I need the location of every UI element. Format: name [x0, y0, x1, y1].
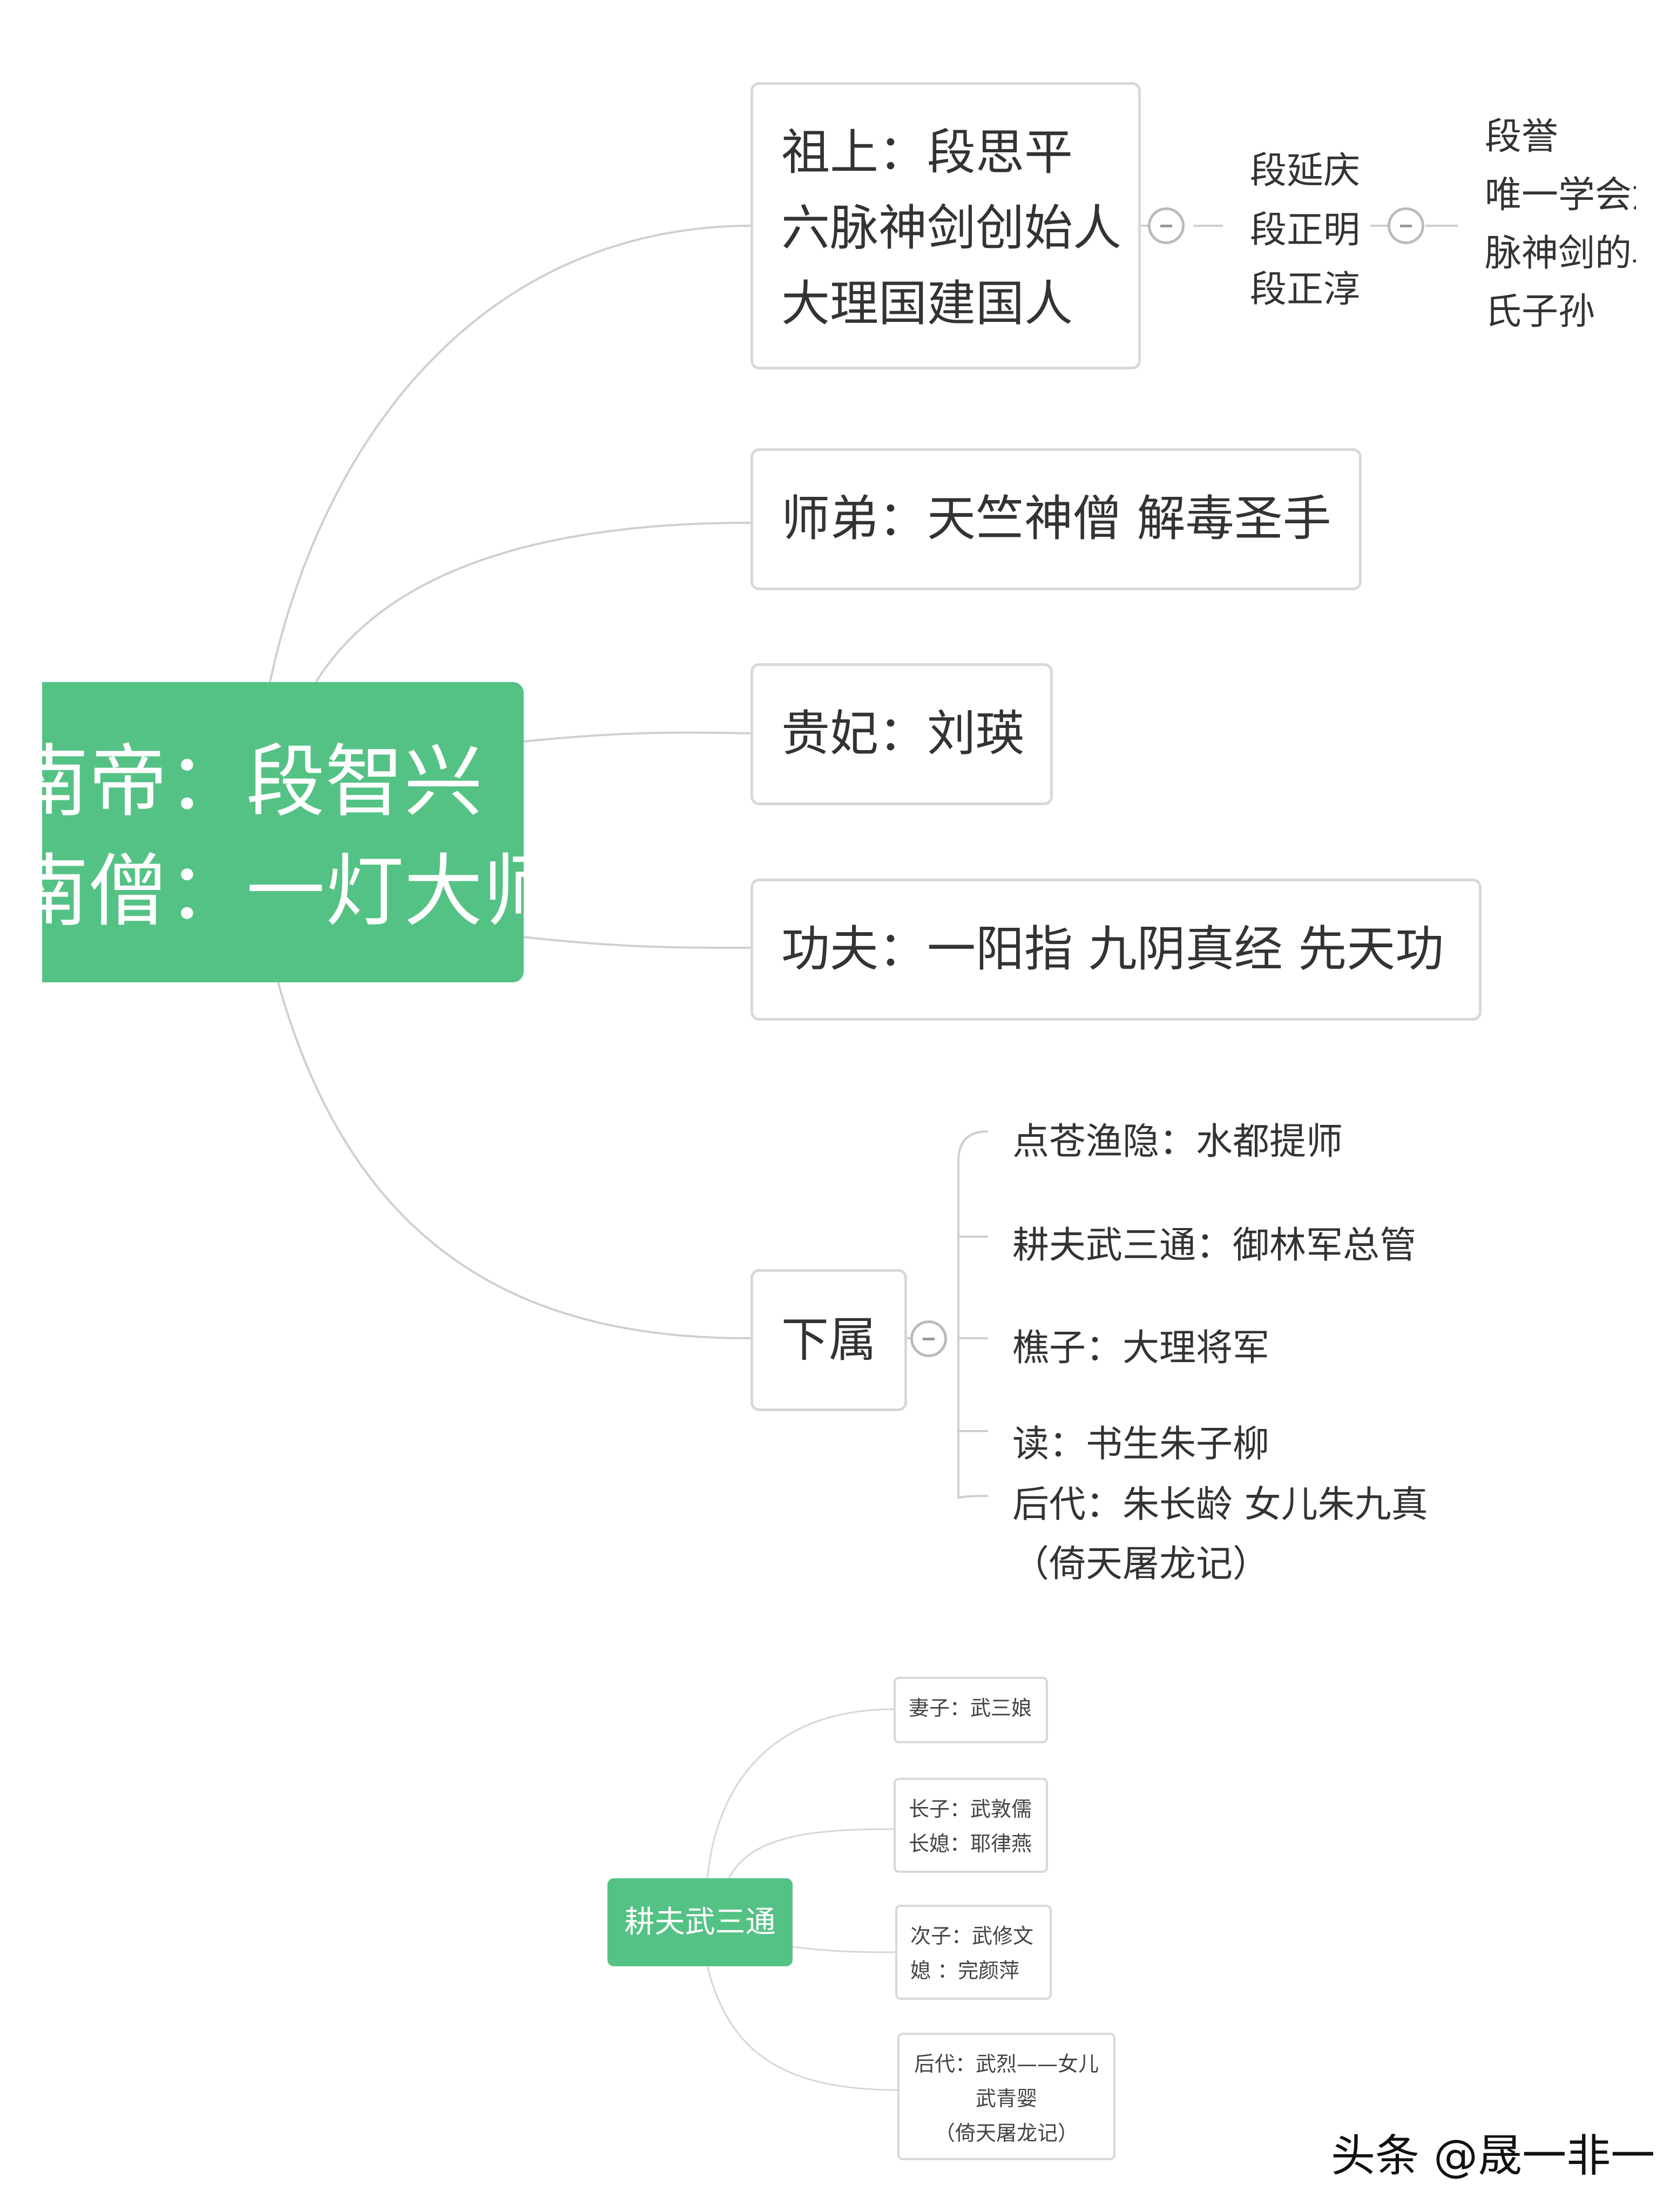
link-wife [706, 1708, 894, 1879]
descendants-collapse-icon[interactable] [1388, 207, 1424, 244]
ancestor-line-2: 六脉神剑创始人 [781, 200, 1121, 257]
sub-descendants-line-2: 武青婴 [975, 2087, 1037, 2110]
root-line-2: 南僧：一灯大师 [42, 846, 524, 938]
subordinate-4: 读：书生朱子柳 [1012, 1423, 1270, 1466]
descendant-3: 段正淳 [1250, 268, 1361, 311]
link-consort [523, 731, 751, 743]
subordinate-2: 耕夫武三通：御林军总管 [1012, 1224, 1417, 1267]
eldest-son-node[interactable]: 长子：武敦儒 长媳：耶律燕 [894, 1778, 1048, 1873]
subordinate-3: 樵子：大理将军 [1012, 1327, 1270, 1370]
subordinates-collapse-icon[interactable] [910, 1320, 947, 1357]
link-junior-brother [315, 522, 751, 683]
watermark: 头条 @晟一非一 [1331, 2130, 1655, 2182]
kungfu-text: 功夫：一阳指 九阴真经 先天功 [781, 921, 1444, 977]
sub-descendants-node[interactable]: 后代：武烈——女儿 武青婴 （倚天屠龙记） [897, 2033, 1115, 2160]
kungfu-node[interactable]: 功夫：一阳指 九阴真经 先天功 [750, 879, 1482, 1021]
link-second [792, 1946, 896, 1953]
second-son-line-2: 媳 ：完颜萍 [910, 1959, 1020, 1982]
sub-descendants-line-1: 后代：武烈——女儿 [914, 2052, 1099, 2076]
descendant-1: 段延庆 [1250, 150, 1361, 192]
subordinate-1: 点苍渔隐：水都提师 [1012, 1121, 1343, 1163]
ancestor-line-3: 大理国建国人 [781, 275, 1073, 332]
grandchild-line-2: 唯一学会六 [1485, 174, 1636, 217]
ancestor-line-1: 祖上：段思平 [781, 124, 1073, 181]
grandchild-text: 段誉 唯一学会六 脉神剑的段 氏子孙 [1485, 108, 1636, 341]
grandchild-line-1: 段誉 [1485, 116, 1559, 158]
second-son-node[interactable]: 次子：武修文 媳 ：完颜萍 [895, 1905, 1052, 2000]
consort-node[interactable]: 贵妃：刘瑛 [750, 663, 1053, 805]
consort-text: 贵妃：刘瑛 [781, 705, 1024, 762]
descendants-list: 段延庆 段正明 段正淳 [1250, 141, 1360, 320]
link-subordinates [277, 982, 751, 1340]
subordinates-label: 下属 [781, 1312, 877, 1367]
link-descendants-sub [706, 1966, 898, 2091]
grandchild-line-4: 氏子孙 [1485, 291, 1595, 333]
root-node[interactable]: 南帝：段智兴 南僧：一灯大师 [42, 682, 524, 982]
bracket-subordinates [957, 1130, 989, 1500]
junior-brother-node[interactable]: 师弟：天竺神僧 解毒圣手 [750, 448, 1362, 590]
link-kungfu [523, 936, 751, 949]
sub-root-node[interactable]: 耕夫武三通 [607, 1878, 793, 1966]
subordinate-5: 后代：朱长龄 女儿朱九真 [1012, 1483, 1428, 1526]
grandchild-line-3: 脉神剑的段 [1485, 232, 1636, 275]
ancestor-collapse-icon[interactable] [1148, 207, 1185, 244]
subordinates-node[interactable]: 下属 [750, 1269, 907, 1411]
link-ancestor [269, 225, 751, 683]
link-eldest [728, 1828, 894, 1879]
sub-descendants-line-3: （倚天屠龙记） [934, 2121, 1078, 2145]
eldest-son-line-1: 长子：武敦儒 [909, 1797, 1032, 1821]
junior-brother-text: 师弟：天竺神僧 解毒圣手 [781, 490, 1331, 547]
eldest-son-line-2: 长媳：耶律燕 [909, 1832, 1032, 1856]
descendant-2: 段正明 [1250, 209, 1361, 252]
grandchild-clip: 段誉 唯一学会六 脉神剑的段 氏子孙 [1485, 108, 1636, 346]
wife-text: 妻子：武三娘 [909, 1696, 1032, 1720]
root-line-1: 南帝：段智兴 [42, 736, 483, 828]
wife-node[interactable]: 妻子：武三娘 [894, 1677, 1048, 1743]
subordinate-5-note: （倚天屠龙记） [1012, 1543, 1270, 1586]
second-son-line-1: 次子：武修文 [910, 1924, 1034, 1948]
ancestor-node[interactable]: 祖上：段思平 六脉神剑创始人 大理国建国人 [750, 82, 1141, 369]
